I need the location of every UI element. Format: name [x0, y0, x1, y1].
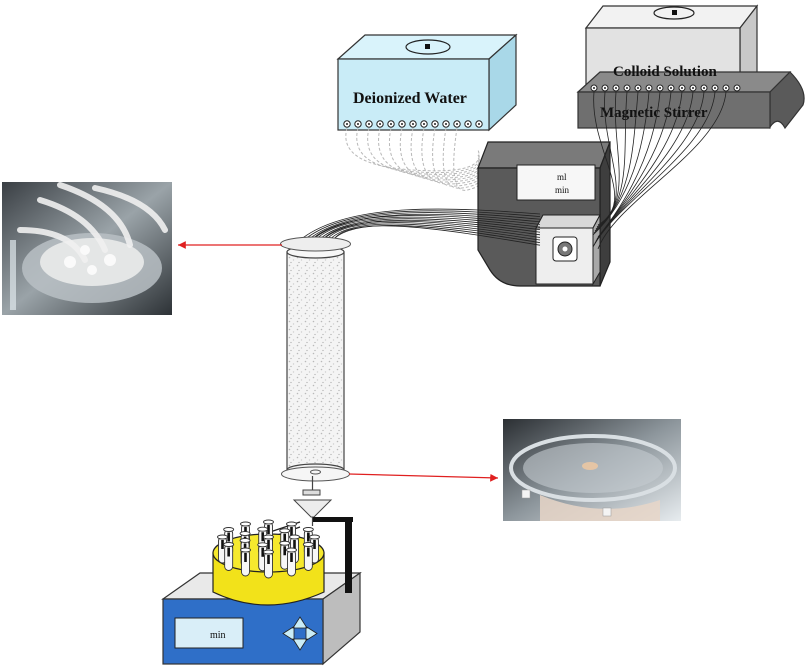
water-supply-tubes — [345, 127, 482, 191]
inlet-tube — [310, 215, 541, 241]
colloid-solution-label: Colloid Solution — [613, 64, 717, 80]
column-inlet-photo — [2, 182, 172, 315]
inlet-tube — [319, 219, 541, 244]
collector-display — [174, 617, 244, 649]
test-tube — [263, 549, 274, 579]
column-outlet-photo — [503, 419, 681, 521]
test-tube — [240, 547, 251, 577]
water-tube — [442, 127, 482, 189]
water-tube — [421, 127, 481, 185]
colloid-supply-tubes — [592, 91, 727, 250]
direction-pad-icon — [282, 616, 318, 651]
inlet-tube — [330, 225, 541, 244]
magnetic-stirrer — [576, 71, 805, 130]
deionized-water-tank — [336, 33, 518, 132]
sand-column — [280, 236, 351, 482]
pump-rate-unit-ml: ml — [557, 172, 567, 182]
test-tubes — [217, 519, 320, 579]
colloid-tube — [592, 91, 716, 248]
colloid-tube — [592, 91, 650, 236]
pump-rate-unit-min: min — [555, 185, 570, 195]
column-inlet-tubes — [299, 208, 541, 246]
inlet-tube — [333, 225, 541, 246]
magnetic-stirrer-label: Magnetic Stirrer — [600, 105, 708, 121]
fraction-collector — [161, 517, 362, 666]
column-top-plate — [280, 236, 351, 252]
pump-head — [535, 214, 601, 286]
arrow-to-outlet-photo — [348, 473, 499, 482]
collector-time-unit: min — [210, 630, 226, 641]
water-tube — [345, 127, 480, 172]
inlet-tube — [327, 223, 541, 243]
inlet-tube — [324, 222, 541, 242]
inlet-tube — [305, 212, 541, 243]
pump-display — [516, 164, 596, 201]
deionized-water-label: Deionized Water — [353, 90, 467, 107]
inlet-tube — [308, 213, 541, 244]
test-tube — [286, 547, 297, 577]
test-tube — [279, 540, 291, 570]
colloid-tank-lid-icon — [653, 6, 695, 20]
colloid-tube — [597, 91, 727, 250]
test-tube — [223, 542, 235, 571]
water-tank-lid-icon — [405, 39, 451, 55]
water-tube — [432, 127, 481, 187]
inlet-tube — [316, 218, 541, 243]
colloid-tank-outlet-ports — [590, 84, 741, 92]
inlet-tube — [322, 220, 541, 241]
water-tube — [356, 127, 480, 174]
water-tube — [367, 127, 480, 175]
test-tube — [302, 542, 314, 571]
inlet-tube — [313, 216, 541, 242]
water-tank-outlet-ports — [343, 120, 483, 128]
inlet-tube — [302, 210, 541, 242]
peristaltic-pump — [477, 141, 611, 287]
inlet-tube — [299, 208, 541, 241]
